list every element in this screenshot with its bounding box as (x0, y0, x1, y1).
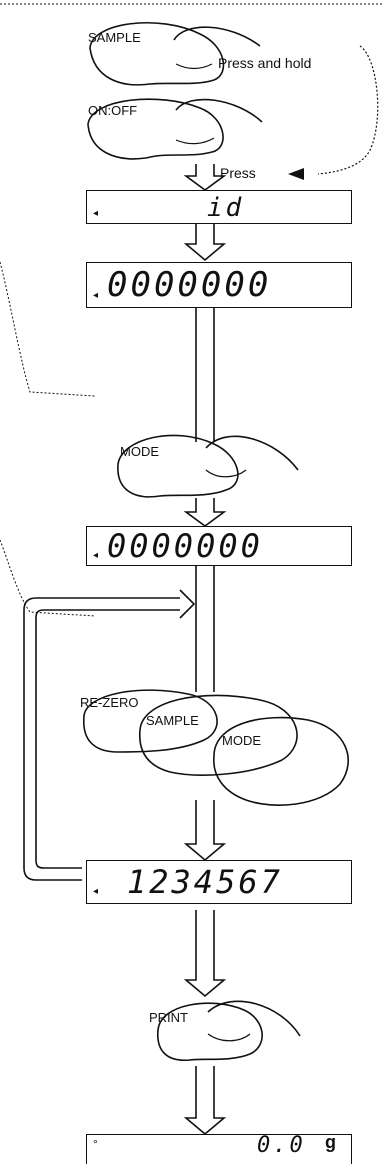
display-zeros-1: ◂ 0000000 (86, 262, 352, 308)
dotted-leader-1 (0, 262, 95, 396)
display-id: ◂ id (86, 190, 352, 224)
display-id-text: id (207, 193, 244, 223)
hollow-arrow-4 (196, 566, 214, 692)
display-indicator: ◂ (93, 291, 98, 301)
display-weight-value: 0.0 (257, 1133, 306, 1158)
press-label: Press (220, 166, 256, 181)
hollow-arrow-3 (196, 308, 214, 442)
display-zeros-2-text: 0000000 (107, 527, 263, 565)
hollow-arrow-1 (186, 164, 224, 190)
sample-label-2[interactable]: SAMPLE (146, 713, 199, 728)
display-weight: ° 0.0 g (86, 1134, 352, 1164)
dotted-leader-2 (0, 540, 95, 616)
display-zeros-2: ◂ 0000000 (86, 526, 352, 566)
display-id-number: ◂ 1234567 (86, 860, 352, 904)
display-weight-unit: g (325, 1135, 336, 1150)
hollow-arrow-2 (186, 222, 224, 260)
rezero-label[interactable]: RE-ZERO (80, 695, 139, 710)
display-id-number-text: 1234567 (127, 863, 283, 901)
dotted-hold-arrow (318, 46, 378, 174)
mode-label[interactable]: MODE (120, 444, 159, 459)
display-indicator: ◂ (93, 887, 98, 897)
mode-label-2[interactable]: MODE (222, 733, 261, 748)
sample-label[interactable]: SAMPLE (88, 30, 141, 45)
display-indicator: ◂ (93, 551, 98, 561)
press-and-hold-label: Press and hold (218, 56, 311, 71)
stability-indicator: ° (93, 1139, 98, 1149)
rezero-sample-mode-buttons (84, 690, 348, 860)
print-label[interactable]: PRINT (149, 1010, 188, 1025)
dotted-arrow-head (288, 168, 304, 180)
hollow-arrow-5 (186, 910, 224, 996)
display-zeros-1-text: 0000000 (107, 265, 271, 305)
onoff-label[interactable]: ON:OFF (88, 103, 137, 118)
display-indicator: ◂ (93, 209, 98, 219)
feedback-loop-arrow (24, 590, 194, 880)
